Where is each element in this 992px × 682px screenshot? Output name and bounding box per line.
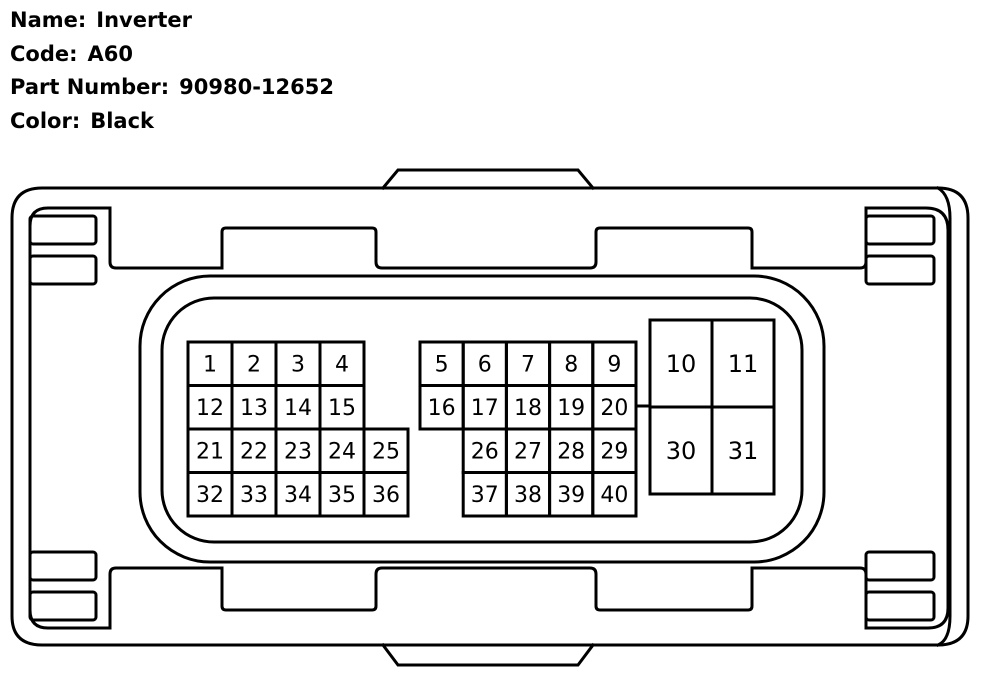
pin-7-label: 7	[521, 353, 535, 378]
right-slot-top-2	[864, 254, 936, 286]
right-slot-bottom-2	[864, 590, 936, 622]
pin-21-label: 21	[196, 440, 224, 465]
pin-30-label: 30	[666, 437, 697, 465]
right-slot-top-1	[864, 214, 936, 246]
pin-11-label: 11	[728, 350, 759, 378]
pin-37-label: 37	[471, 483, 499, 508]
right-slot-bottom-1	[864, 550, 936, 582]
pin-13-label: 13	[240, 396, 268, 421]
pin-4-label: 4	[335, 353, 349, 378]
pin-20-label: 20	[600, 396, 628, 421]
part-number-row: Part Number: 90980-12652	[10, 71, 334, 105]
pin-5-label: 5	[435, 353, 449, 378]
pin-26-label: 26	[471, 440, 499, 465]
pin-36-cell	[362, 471, 410, 518]
pin-33-label: 33	[240, 483, 268, 508]
pin-32-label: 32	[196, 483, 224, 508]
pin-6-label: 6	[478, 353, 492, 378]
bottom-latch-tab	[380, 642, 596, 667]
pin-23-label: 23	[284, 440, 312, 465]
pin-36-label: 36	[372, 483, 400, 508]
pin-15-label: 15	[328, 396, 356, 421]
pin-28-label: 28	[557, 440, 585, 465]
cavity-outer	[138, 274, 826, 564]
pin-38-label: 38	[514, 483, 542, 508]
pin-10-label: 10	[666, 350, 697, 378]
cavity-inner	[160, 296, 804, 544]
color-row: Color: Black	[10, 105, 334, 139]
code-value: A60	[87, 41, 133, 66]
code-row: Code: A60	[10, 38, 334, 72]
pin-40-label: 40	[600, 483, 628, 508]
pin-31-label: 31	[728, 437, 759, 465]
name-row: Name: Inverter	[10, 4, 334, 38]
connector-housing	[10, 168, 970, 667]
pin-3-label: 3	[291, 353, 305, 378]
left-slot-top-2	[28, 254, 98, 286]
pin-14-label: 14	[284, 396, 312, 421]
code-label: Code:	[10, 41, 78, 66]
pin-34-label: 34	[284, 483, 312, 508]
pin-1-label: 1	[203, 353, 217, 378]
pin-2-label: 2	[247, 353, 261, 378]
pin-31-cell	[710, 405, 776, 496]
pin-9-label: 9	[607, 353, 621, 378]
inner-frame	[28, 206, 950, 630]
color-value: Black	[90, 108, 155, 133]
top-latch-tab	[380, 168, 596, 191]
pin-19-label: 19	[557, 396, 585, 421]
pin-29-label: 29	[600, 440, 628, 465]
pin-25-label: 25	[372, 440, 400, 465]
pin-18-label: 18	[514, 396, 542, 421]
pin-17-label: 17	[471, 396, 499, 421]
pin-40-cell	[591, 471, 638, 518]
pin-12-label: 12	[196, 396, 224, 421]
pin-16-label: 16	[428, 396, 456, 421]
left-slot-bottom-2	[28, 590, 98, 622]
pin-24-label: 24	[328, 440, 356, 465]
pin-22-label: 22	[240, 440, 268, 465]
pin-35-label: 35	[328, 483, 356, 508]
right-edge-rail	[935, 185, 952, 647]
part-number-label: Part Number:	[10, 75, 170, 99]
name-value: Inverter	[96, 8, 192, 32]
pin-27-label: 27	[514, 440, 542, 465]
name-label: Name:	[10, 8, 87, 32]
left-slot-bottom-1	[28, 550, 98, 582]
color-label: Color:	[10, 108, 81, 133]
connector-info: Name: Inverter Code: A60 Part Number: 90980…	[10, 4, 334, 138]
pin-8-label: 8	[564, 353, 578, 378]
left-slot-top-1	[28, 214, 98, 246]
part-number-value: 90980-12652	[179, 75, 334, 99]
pin-39-label: 39	[557, 483, 585, 508]
